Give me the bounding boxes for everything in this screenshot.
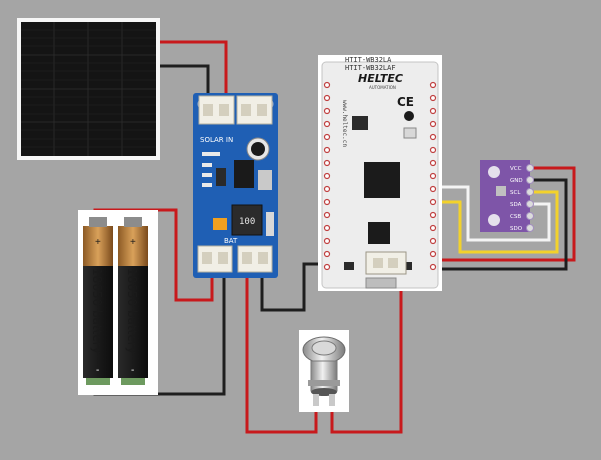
pin-label-vcc: VCC — [510, 166, 522, 172]
model-line-1: HTIT-WB32LA — [345, 56, 392, 64]
battery-2: + - 18650 battery — [118, 217, 148, 385]
heltec-board: HTIT-WB32LA HTIT-WB32LAF HELTEC AUTOMATI… — [318, 55, 442, 291]
pin-label-csb: CSB — [510, 214, 521, 220]
pin-label-scl: SCL — [510, 190, 521, 196]
battery-minus: - — [96, 365, 99, 376]
heltec-site: www.heltec.cn — [341, 100, 348, 147]
battery-plus: + — [95, 237, 101, 248]
heltec-logo: HELTEC — [358, 72, 403, 85]
pin-label-gnd: GND — [510, 178, 523, 184]
solar-in-label: SOLAR IN — [200, 136, 233, 144]
wire-gnd-black — [437, 178, 568, 271]
sensor-board: VCC GND SCL SDA CSB SDO — [480, 160, 534, 232]
wire-out-red — [245, 270, 318, 434]
pin-label-sdo: SDO — [510, 226, 523, 232]
battery-label: 18650 battery — [125, 268, 139, 354]
inductor-marking: 100 — [239, 217, 255, 227]
pin-label-sda: SDA — [510, 202, 522, 208]
wire-sda-white — [437, 185, 551, 242]
model-line-2: HTIT-WB32LAF — [345, 64, 396, 72]
wire-vcc-red — [437, 166, 576, 262]
battery-minus: - — [131, 365, 134, 376]
bat-label: BAT — [224, 237, 238, 245]
battery-1: + - 18650 battery — [83, 217, 113, 385]
battery-label: 18650 battery — [90, 268, 104, 354]
charger-board: SOLAR IN 100 BAT — [193, 93, 278, 278]
solar-panel — [17, 18, 160, 160]
wire-switch-red — [330, 252, 403, 434]
power-switch — [299, 330, 349, 412]
inductor — [231, 204, 263, 236]
heltec-sub: AUTOMATION — [369, 85, 396, 90]
wire-scl-yellow — [437, 190, 559, 254]
wire-solar-black — [160, 64, 210, 100]
battery-holder: + - 18650 battery + - 18650 battery — [78, 210, 158, 395]
battery-plus: + — [130, 237, 136, 248]
ce-mark: CE — [397, 95, 414, 109]
heltec-battery-connector — [365, 251, 407, 275]
wire-solar-red — [160, 40, 228, 100]
